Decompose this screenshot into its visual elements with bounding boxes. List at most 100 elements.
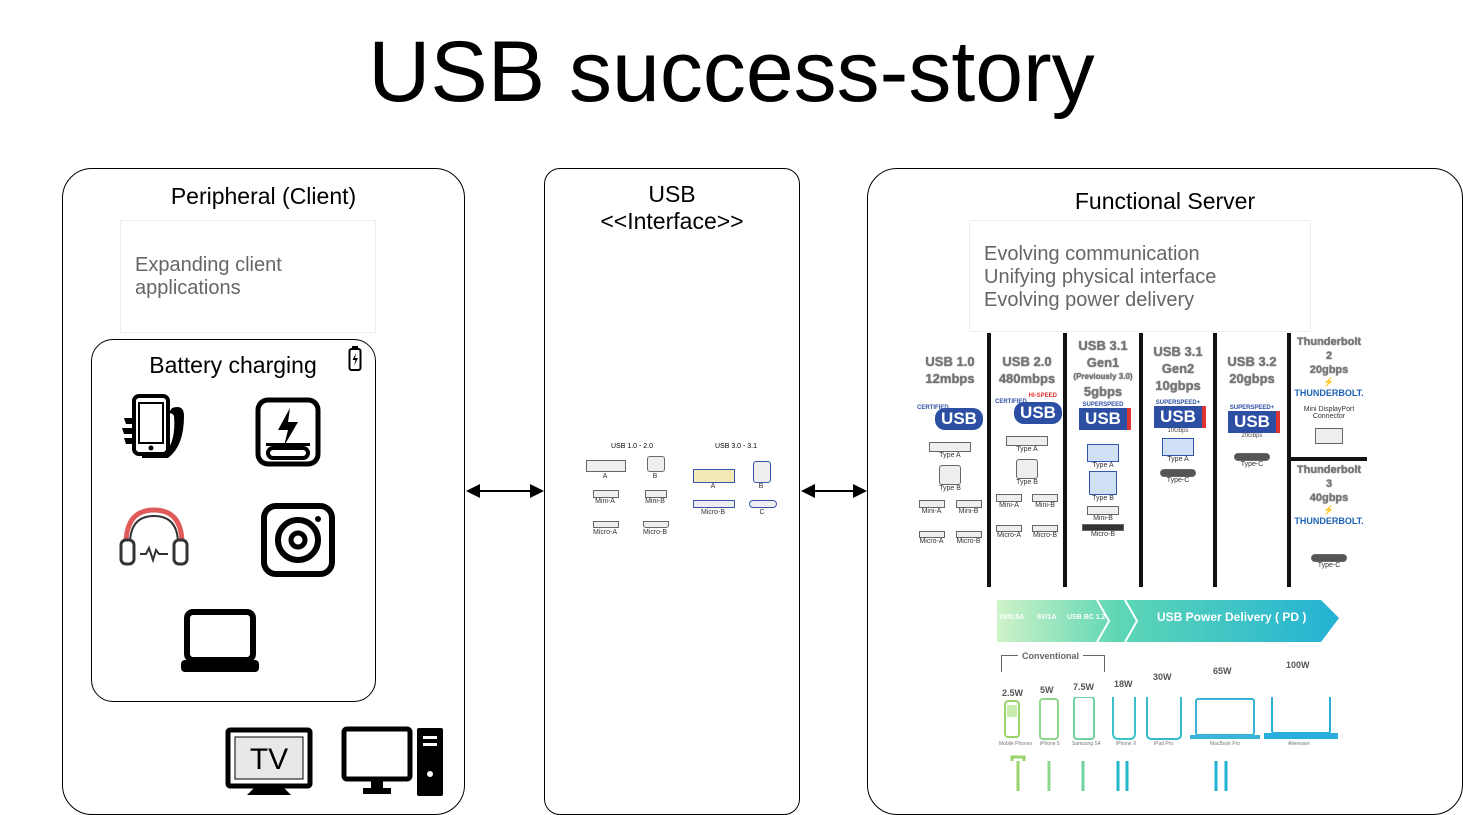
device-label-3: iPhone X <box>1116 741 1137 747</box>
peripheral-panel: Peripheral (Client) Expanding client app… <box>62 168 465 815</box>
type-a-label: Type A <box>1092 462 1114 469</box>
superspeed-plus-text: SUPERSPEED+ <box>1155 400 1201 406</box>
micro-a-connector <box>918 531 945 538</box>
type-b-label: Type B <box>1016 479 1038 486</box>
laptop-icon <box>181 609 259 672</box>
type-a-connector <box>1087 444 1119 462</box>
type-a-connector <box>929 442 971 452</box>
usb-logo: USB <box>1079 408 1127 430</box>
thunderbolt-3-column: Thunderbolt 3 40gbps ⚡ THUNDERBOLT. Type… <box>1291 461 1367 587</box>
mini-row: Mini-A Mini-B <box>913 500 987 515</box>
superspeed-text: SUPERSPEED <box>1082 402 1124 408</box>
usb3-a-connector <box>693 469 735 483</box>
speed-20gbps-text: 20Gbps <box>1241 433 1263 439</box>
micro-row: Micro-A Micro-B <box>913 531 987 545</box>
device-label-5: MacBook Pro <box>1210 741 1241 747</box>
micro-a-label: Micro-A <box>919 538 944 545</box>
usb-3-1-gen1-gen: Gen1 <box>1086 355 1120 370</box>
type-c-connector <box>1160 469 1196 477</box>
type-b-connector <box>939 465 961 485</box>
watt-18: 18W <box>1114 679 1133 689</box>
type-a-label: Type A <box>1016 446 1038 453</box>
hi-speed-text: HI-SPEED <box>1028 393 1057 399</box>
mini-displayport-connector <box>1315 428 1343 444</box>
peripheral-title: Peripheral (Client) <box>170 183 357 209</box>
mini-a-connector <box>996 494 1022 502</box>
speed-10gbps-text: 10Gbps <box>1167 428 1189 434</box>
usb-group-1-title: USB 1.0 - 2.0 <box>610 443 654 450</box>
usb3-micro-b-connector <box>693 500 735 508</box>
usb-c-connector <box>749 500 777 508</box>
usb-2-0-title: USB 2.0 <box>1002 354 1052 369</box>
usb-generations-table: USB 1.0 12mbps CERTIFIED USB Type A Type… <box>913 333 1367 587</box>
usb-3-1-gen1-speed: 5gbps <box>1083 384 1123 399</box>
watt-30: 30W <box>1153 672 1172 682</box>
type-c-label: Type-C <box>1317 562 1341 569</box>
micro-b-label: Micro-B <box>1090 531 1116 538</box>
usb-2-0-column: USB 2.0 480mbps HI-SPEED CERTIFIED USB T… <box>991 333 1063 587</box>
usb-3-1-gen2-speed: 10gbps <box>1155 378 1201 393</box>
usb-title: USB <box>648 181 696 207</box>
power-bank-icon <box>255 397 321 467</box>
bidirectional-arrow-left <box>466 484 544 498</box>
type-b-label: Type B <box>1092 495 1114 502</box>
watt-5: 5W <box>1040 685 1054 695</box>
battery-charging-title: Battery charging <box>149 352 317 378</box>
thunderbolt-2-speed: 20gbps <box>1309 364 1349 376</box>
type-c-connector <box>1311 554 1347 562</box>
usb-pd-arrow <box>997 599 1339 643</box>
mini-b-label: Mini-B <box>645 498 665 505</box>
device-label-1: iPhone 5 <box>1040 741 1060 747</box>
mini-a-label: Mini-A <box>595 498 615 505</box>
usb-3-2-title: USB 3.2 <box>1227 354 1277 369</box>
mini-b-label: Mini-B <box>1035 502 1055 509</box>
micro-b-label: Micro-B <box>642 529 668 536</box>
battery-icon <box>348 346 362 371</box>
usb-2-0-speed: 480mbps <box>998 371 1056 386</box>
pd-label-0: 5V/0.5A <box>999 614 1025 621</box>
pd-label-2: USB BC 1.2 <box>1067 614 1106 621</box>
mini-b-label: Mini-B <box>958 508 979 515</box>
thunderbolt-2-column: Thunderbolt 2 20gbps ⚡ THUNDERBOLT. Mini… <box>1291 333 1367 457</box>
type-a-label: Type A <box>939 452 961 459</box>
usb-interface-panel: USB <<Interface>> USB 1.0 - 2.0 USB 3.0 … <box>544 168 800 815</box>
server-note-line-1: Evolving communication <box>984 243 1200 265</box>
functional-server-title: Functional Server <box>1074 188 1256 214</box>
usb-1-0-title: USB 1.0 <box>925 354 975 369</box>
micro-b-label: Micro-B <box>1032 532 1058 539</box>
micro-a-label: Micro-A <box>592 529 618 536</box>
thunderbolt-3-version: 3 <box>1325 478 1333 490</box>
thunderbolt-3-title: Thunderbolt <box>1296 464 1362 476</box>
device-label-2: Samsung S4 <box>1072 741 1101 747</box>
tv-icon: TV <box>225 727 313 795</box>
usb-logo: USB <box>1228 411 1276 433</box>
type-c-connector <box>1234 453 1270 461</box>
desktop-computer-icon <box>341 726 443 796</box>
usb-b-label: B <box>652 473 658 480</box>
mini-a-connector <box>918 500 945 508</box>
mini-b-label: Mini-B <box>1093 515 1113 522</box>
usb3-a-label: A <box>710 483 716 490</box>
functional-server-panel: Functional Server Evolving communication… <box>867 168 1463 815</box>
micro-b-label: Micro-B <box>956 538 981 545</box>
usb-3-1-gen2-column: USB 3.1 Gen2 10gbps SUPERSPEED+ USB 10Gb… <box>1143 333 1213 587</box>
mini-row: Mini-A Mini-B <box>991 494 1063 509</box>
mini-a-label: Mini-A <box>999 502 1019 509</box>
mini-a-label: Mini-A <box>921 508 942 515</box>
micro-row: Micro-A Micro-B <box>991 525 1063 539</box>
usb3-micro-b-label: Micro-B <box>700 509 726 516</box>
peripheral-note-text: Expanding client applications <box>135 254 282 299</box>
watt-65: 65W <box>1213 666 1232 676</box>
type-b-connector <box>1016 459 1038 479</box>
pd-title: USB Power Delivery ( PD ) <box>1157 610 1307 624</box>
device-label-0: Mobile Phones <box>999 741 1033 747</box>
bidirectional-arrow-right <box>801 484 867 498</box>
micro-b-connector <box>643 521 669 528</box>
thunderbolt-2-version: 2 <box>1325 350 1333 362</box>
usb-1-0-column: USB 1.0 12mbps CERTIFIED USB Type A Type… <box>913 333 987 587</box>
type-a-label: Type A <box>1167 456 1189 463</box>
usb-3-2-speed: 20gbps <box>1229 371 1275 386</box>
usb-3-1-gen2-gen: Gen2 <box>1161 361 1195 376</box>
usb-c-label: C <box>759 509 765 516</box>
pd-devices-illustration <box>1004 697 1338 791</box>
